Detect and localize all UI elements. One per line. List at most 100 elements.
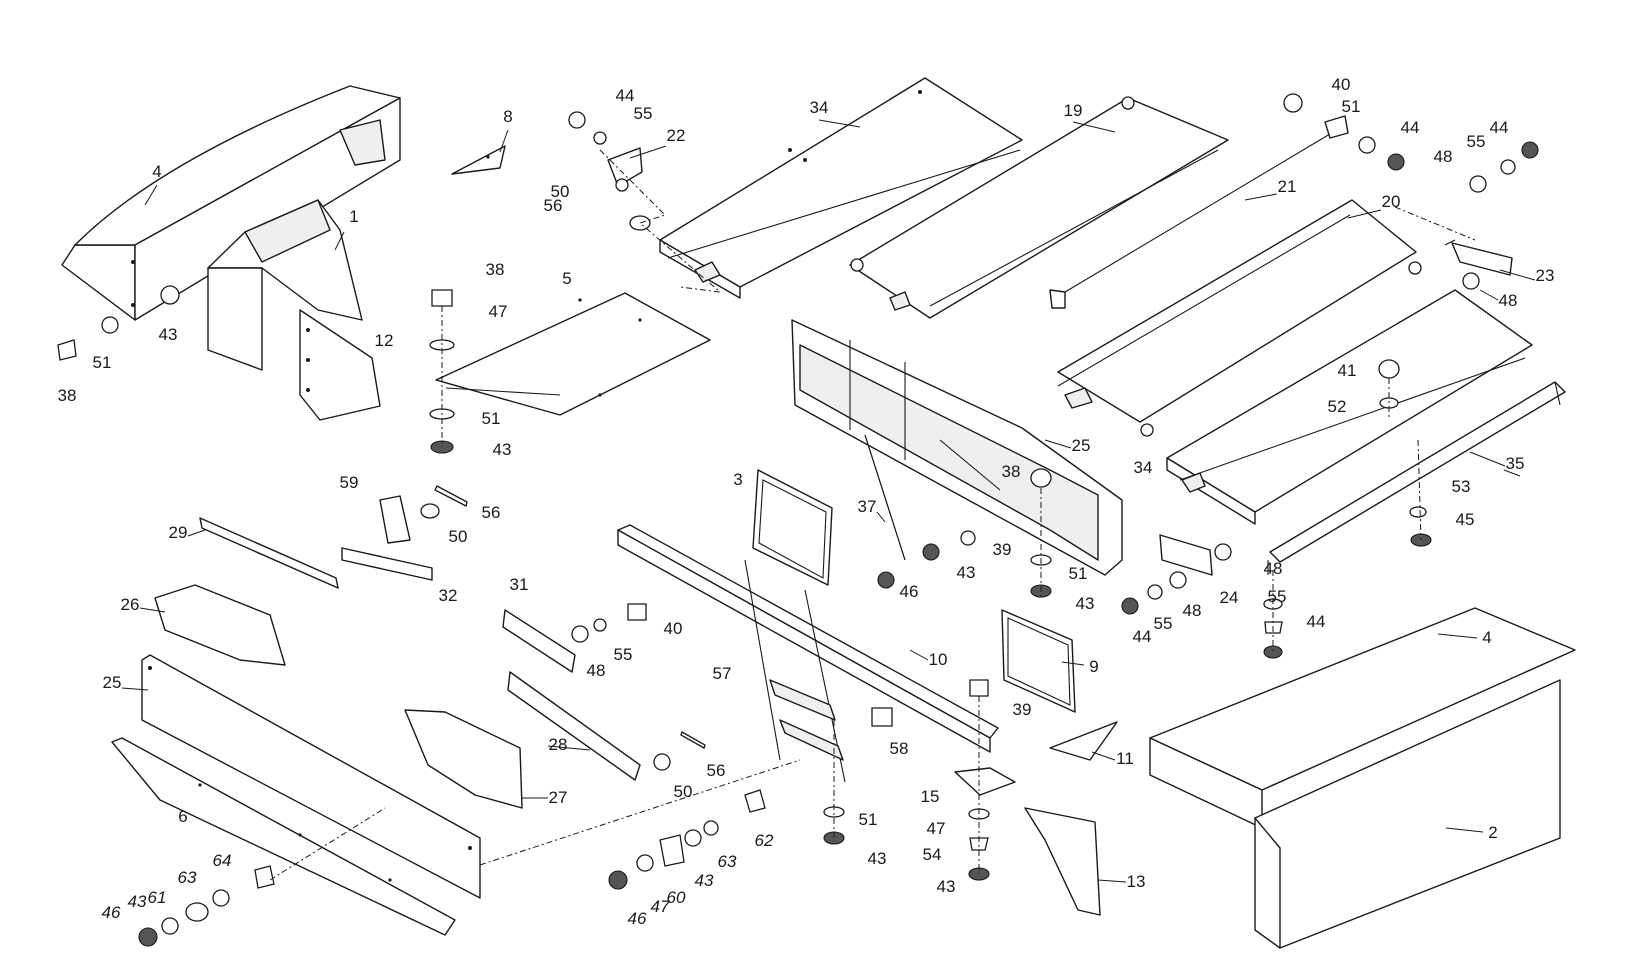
part-callout-c61: 61: [148, 888, 167, 907]
part-4-cover-right: [1149, 607, 1576, 829]
part-57-ladder: [744, 559, 846, 783]
part-callout-c10: 10: [929, 650, 948, 669]
part-callout-c51b: 51: [93, 353, 112, 372]
part-callout-c46a: 46: [900, 582, 919, 601]
part-callout-c38c: 38: [1002, 462, 1021, 481]
part-5-guard-plate: [435, 292, 711, 416]
part-callout-c37: 37: [858, 497, 877, 516]
part-callout-c4a: 4: [152, 162, 161, 181]
part-callout-c47c: 47: [651, 897, 670, 916]
part-callout-c63b: 63: [178, 868, 197, 887]
part-callout-c44e: 44: [1307, 612, 1326, 631]
part-callout-c48e: 48: [587, 661, 606, 680]
part-callout-c45: 45: [1456, 510, 1475, 529]
part-callout-c51e: 51: [859, 810, 878, 829]
part-callout-c50a: 50: [551, 182, 570, 201]
part-callout-c56b: 56: [482, 503, 501, 522]
part-callout-c55b: 55: [1467, 132, 1486, 151]
part-callout-c23: 23: [1536, 266, 1555, 285]
part-callout-c9: 9: [1089, 657, 1098, 676]
part-callout-c19: 19: [1064, 101, 1083, 120]
part-callout-c46c: 46: [102, 903, 121, 922]
part-22-hinge-bracket: [607, 147, 643, 192]
part-24-bracket: [1159, 534, 1213, 576]
part-callout-c13: 13: [1127, 872, 1146, 891]
part-callout-c51d: 51: [1069, 564, 1088, 583]
part-callout-c24: 24: [1220, 588, 1239, 607]
part-callout-c55d: 55: [1268, 587, 1287, 606]
part-callout-c3: 3: [733, 470, 742, 489]
part-26-plate: [154, 584, 286, 666]
part-3-plate: [752, 469, 833, 586]
part-callout-c62: 62: [755, 831, 774, 850]
leader-lines: [121, 119, 1536, 883]
part-15-bracket: [954, 767, 1016, 796]
callout-labels: 1234456891011121315192021222324252526272…: [58, 75, 1555, 928]
part-callout-c48c: 48: [1183, 601, 1202, 620]
part-callout-c38a: 38: [486, 260, 505, 279]
part-20-tray: [1057, 199, 1422, 437]
part-6-base-plate: [111, 737, 456, 936]
part-callout-c47b: 47: [927, 819, 946, 838]
part-callout-c22: 22: [667, 126, 686, 145]
part-callout-c43f: 43: [937, 877, 956, 896]
part-callout-c55e: 55: [614, 645, 633, 664]
part-callout-c4b: 4: [1482, 628, 1491, 647]
part-callout-c64: 64: [213, 851, 232, 870]
part-callout-c54: 54: [923, 845, 942, 864]
part-31-bar: [502, 609, 576, 673]
part-19-tray: [849, 96, 1229, 319]
part-8-gusset: [451, 145, 506, 175]
part-callout-c2: 2: [1488, 823, 1497, 842]
part-callout-c55c: 55: [1154, 614, 1173, 633]
part-10-beam: [617, 524, 999, 753]
part-callout-c34b: 34: [1134, 458, 1153, 477]
part-callout-c48b: 48: [1499, 291, 1518, 310]
part-callout-c47a: 47: [489, 302, 508, 321]
part-callout-c46b: 46: [628, 909, 647, 928]
part-25-frame: [791, 319, 1123, 576]
part-callout-c25a: 25: [1072, 436, 1091, 455]
part-21-rod: [1049, 115, 1349, 309]
part-callout-c35: 35: [1506, 454, 1525, 473]
part-callout-c1: 1: [349, 207, 358, 226]
part-callout-c38b: 38: [58, 386, 77, 405]
assembly-lines: [269, 149, 1476, 881]
part-callout-c48a: 48: [1434, 147, 1453, 166]
part-2-cover: [1254, 679, 1561, 949]
part-34-tray-top: [659, 77, 1023, 299]
part-25-side-panel: [141, 654, 481, 899]
part-callout-c43a: 43: [159, 325, 178, 344]
part-callout-c48d: 48: [1264, 559, 1283, 578]
part-callout-c39b: 39: [1013, 700, 1032, 719]
part-callout-c43c: 43: [957, 563, 976, 582]
part-35-rail: [1267, 381, 1566, 575]
part-callout-c51c: 51: [482, 409, 501, 428]
part-callout-c11: 11: [1116, 749, 1134, 768]
part-callout-c44c: 44: [1490, 118, 1509, 137]
part-12-bracket: [299, 309, 381, 421]
part-callout-c44a: 44: [616, 86, 635, 105]
part-callout-c60: 60: [667, 888, 686, 907]
part-callout-c56a: 56: [544, 196, 563, 215]
part-callout-c40b: 40: [664, 619, 683, 638]
part-callout-c6: 6: [178, 807, 187, 826]
part-callout-c43g: 43: [695, 871, 714, 890]
part-callout-c27: 27: [549, 788, 568, 807]
part-callout-c41: 41: [1338, 361, 1357, 380]
part-13-plate: [1024, 807, 1101, 916]
part-callout-c50b: 50: [449, 527, 468, 546]
part-callout-c43h: 43: [128, 892, 147, 911]
part-callout-c43e: 43: [868, 849, 887, 868]
part-37-strut: [864, 434, 906, 561]
part-callout-c57: 57: [713, 664, 732, 683]
part-callout-c29: 29: [169, 523, 188, 542]
part-1-chute: [207, 199, 363, 371]
part-callout-c26: 26: [121, 595, 140, 614]
part-callout-c39a: 39: [993, 540, 1012, 559]
part-callout-c31: 31: [510, 575, 529, 594]
part-callout-c59: 59: [340, 473, 359, 492]
part-callout-c32: 32: [439, 586, 458, 605]
part-callout-c34a: 34: [810, 98, 829, 117]
